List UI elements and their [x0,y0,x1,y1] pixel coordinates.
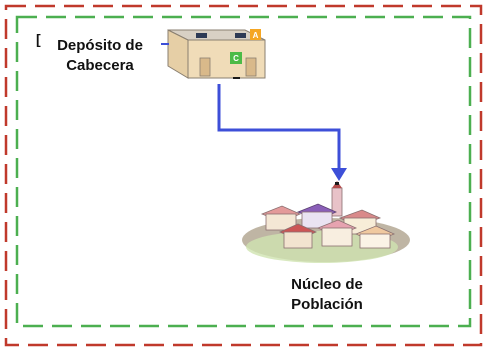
badge-c-text: C [233,54,239,63]
house [321,227,353,247]
house [265,213,297,231]
house [359,233,391,249]
badge-a-icon [250,29,261,40]
pipe-line [217,84,341,176]
inner-dashed-border [15,15,472,328]
tank-hatch-icon [235,33,246,38]
tank-label: Depósito de Cabecera [40,36,160,76]
tank-label-line2: Cabecera [66,57,134,74]
tank-hatch-icon [196,33,207,38]
town-label: Núcleo de Población [262,275,392,315]
bracket-mark: [ [36,31,41,47]
tank-label-line1: Depósito de [57,37,143,54]
outer-dashed-border [4,4,483,347]
town-label-line2: Población [291,296,363,313]
tank-door [199,57,211,77]
pipe-arrowhead [331,168,347,181]
house [301,211,333,229]
house [283,231,313,249]
badge-a-text: A [253,31,259,40]
tank-door [245,57,257,77]
inlet-marker-icon [335,182,339,185]
town-label-line1: Núcleo de [291,276,363,293]
badge-c-icon [230,52,242,64]
